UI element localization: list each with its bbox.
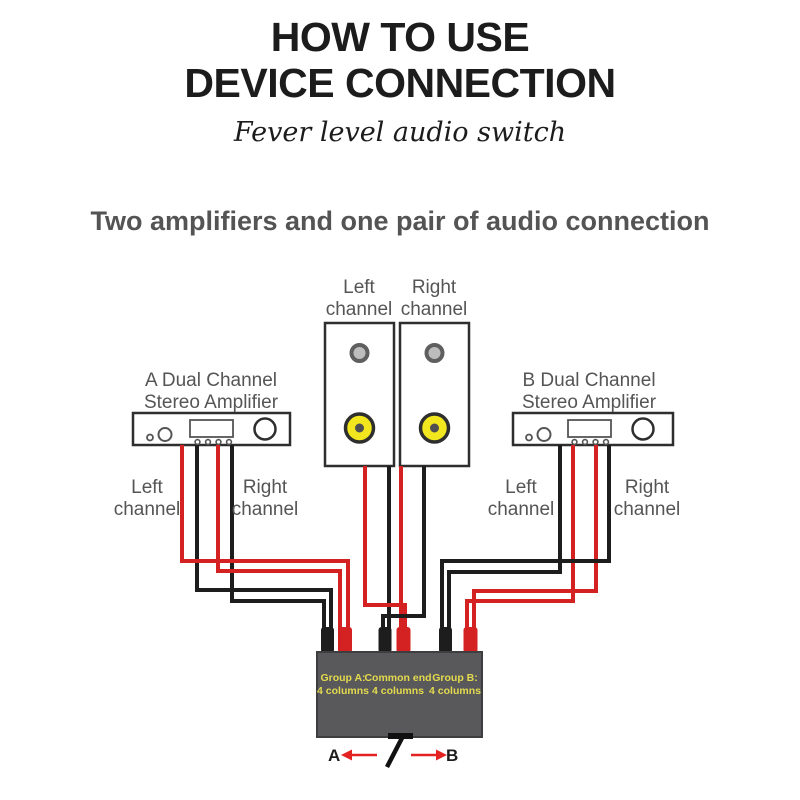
switch-box: [316, 651, 483, 738]
amp-a-wires: [180, 445, 350, 632]
amp-b-name: B Dual Channel Stereo Amplifier: [521, 370, 657, 413]
plug-group-a-black: [321, 627, 334, 653]
speaker-right: [398, 321, 471, 468]
amp-a-name: A Dual Channel Stereo Amplifier: [143, 370, 279, 413]
selector-a-label: A: [328, 746, 341, 765]
tweeter-icon: [349, 343, 370, 363]
amp-b-right-channel-label: Right channel: [613, 477, 681, 520]
common-end-label: Common end 4 columns: [364, 672, 432, 697]
page-subtitle: Fever level audio switch: [233, 117, 567, 148]
page-title-line1: HOW TO USE: [270, 14, 530, 60]
tweeter-icon: [424, 343, 445, 363]
amp-a-left-channel-label: Left channel: [113, 477, 181, 520]
speaker-wires: [363, 466, 426, 632]
plug-group-a-red: [338, 627, 352, 653]
page-title-line2: DEVICE CONNECTION: [184, 60, 616, 106]
plug-common-red: [396, 627, 411, 653]
arrow-to-b-icon: [411, 749, 447, 761]
plugs: [321, 627, 478, 653]
amp-a-right-channel-label: Right channel: [231, 477, 299, 520]
amp-knob: [631, 417, 655, 441]
section-heading: Two amplifiers and one pair of audio con…: [90, 206, 710, 236]
speaker-left-label: Left channel: [325, 277, 393, 320]
selector-b-label: B: [446, 746, 459, 765]
group-b-label: Group B: 4 columns: [429, 672, 481, 697]
toggle-switch: [385, 733, 413, 769]
amp-display: [567, 419, 612, 438]
plug-group-b-red: [463, 627, 478, 653]
speaker-right-label: Right channel: [400, 277, 468, 320]
amp-knob: [253, 417, 277, 441]
amp-b-box: [511, 411, 675, 447]
plug-common-black: [378, 627, 392, 653]
group-a-label: Group A: 4 columns: [317, 672, 369, 697]
amp-display: [189, 419, 234, 438]
amp-b-wires: [440, 445, 611, 632]
amp-b-left-channel-label: Left channel: [487, 477, 555, 520]
amp-a-box: [131, 411, 292, 447]
arrow-to-a-icon: [341, 749, 377, 761]
speaker-left: [323, 321, 396, 468]
plug-group-b-black: [439, 627, 452, 653]
